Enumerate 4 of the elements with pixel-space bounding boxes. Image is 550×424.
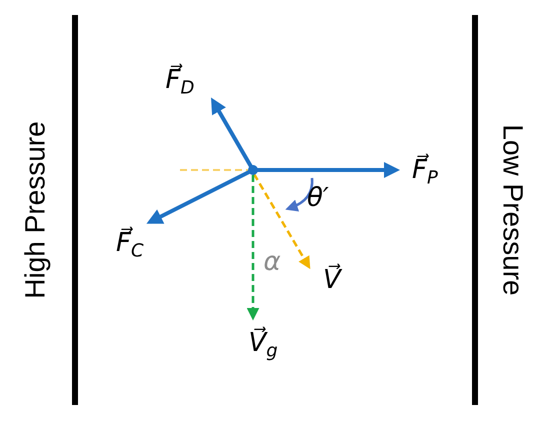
side-label: High Pressure [21,121,50,299]
side-label: Low Pressure [498,124,526,296]
angle-label: α [264,249,281,275]
angle-label: θ′ [307,185,329,211]
